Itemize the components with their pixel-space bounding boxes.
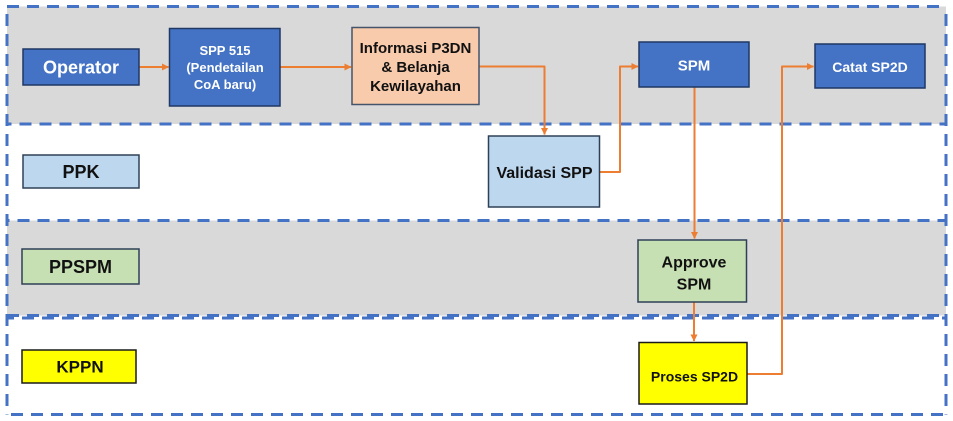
svg-text:(Pendetailan: (Pendetailan [186,60,263,75]
svg-text:PPK: PPK [62,162,99,182]
svg-text:Validasi SPP: Validasi SPP [496,165,592,182]
svg-text:CoA baru): CoA baru) [194,77,256,92]
svg-text:Approve: Approve [662,255,727,272]
svg-text:SPP 515: SPP 515 [199,43,250,58]
svg-text:Kewilayahan: Kewilayahan [370,78,461,95]
svg-text:KPPN: KPPN [56,358,103,377]
svg-text:Catat SP2D: Catat SP2D [832,59,907,75]
svg-text:Informasi P3DN: Informasi P3DN [360,40,472,57]
svg-text:Proses SP2D: Proses SP2D [651,369,738,385]
svg-text:SPM: SPM [677,277,712,294]
svg-text:SPM: SPM [678,58,711,75]
svg-text:Operator: Operator [43,58,119,78]
svg-text:PPSPM: PPSPM [49,257,112,277]
svg-text:& Belanja: & Belanja [381,59,450,76]
